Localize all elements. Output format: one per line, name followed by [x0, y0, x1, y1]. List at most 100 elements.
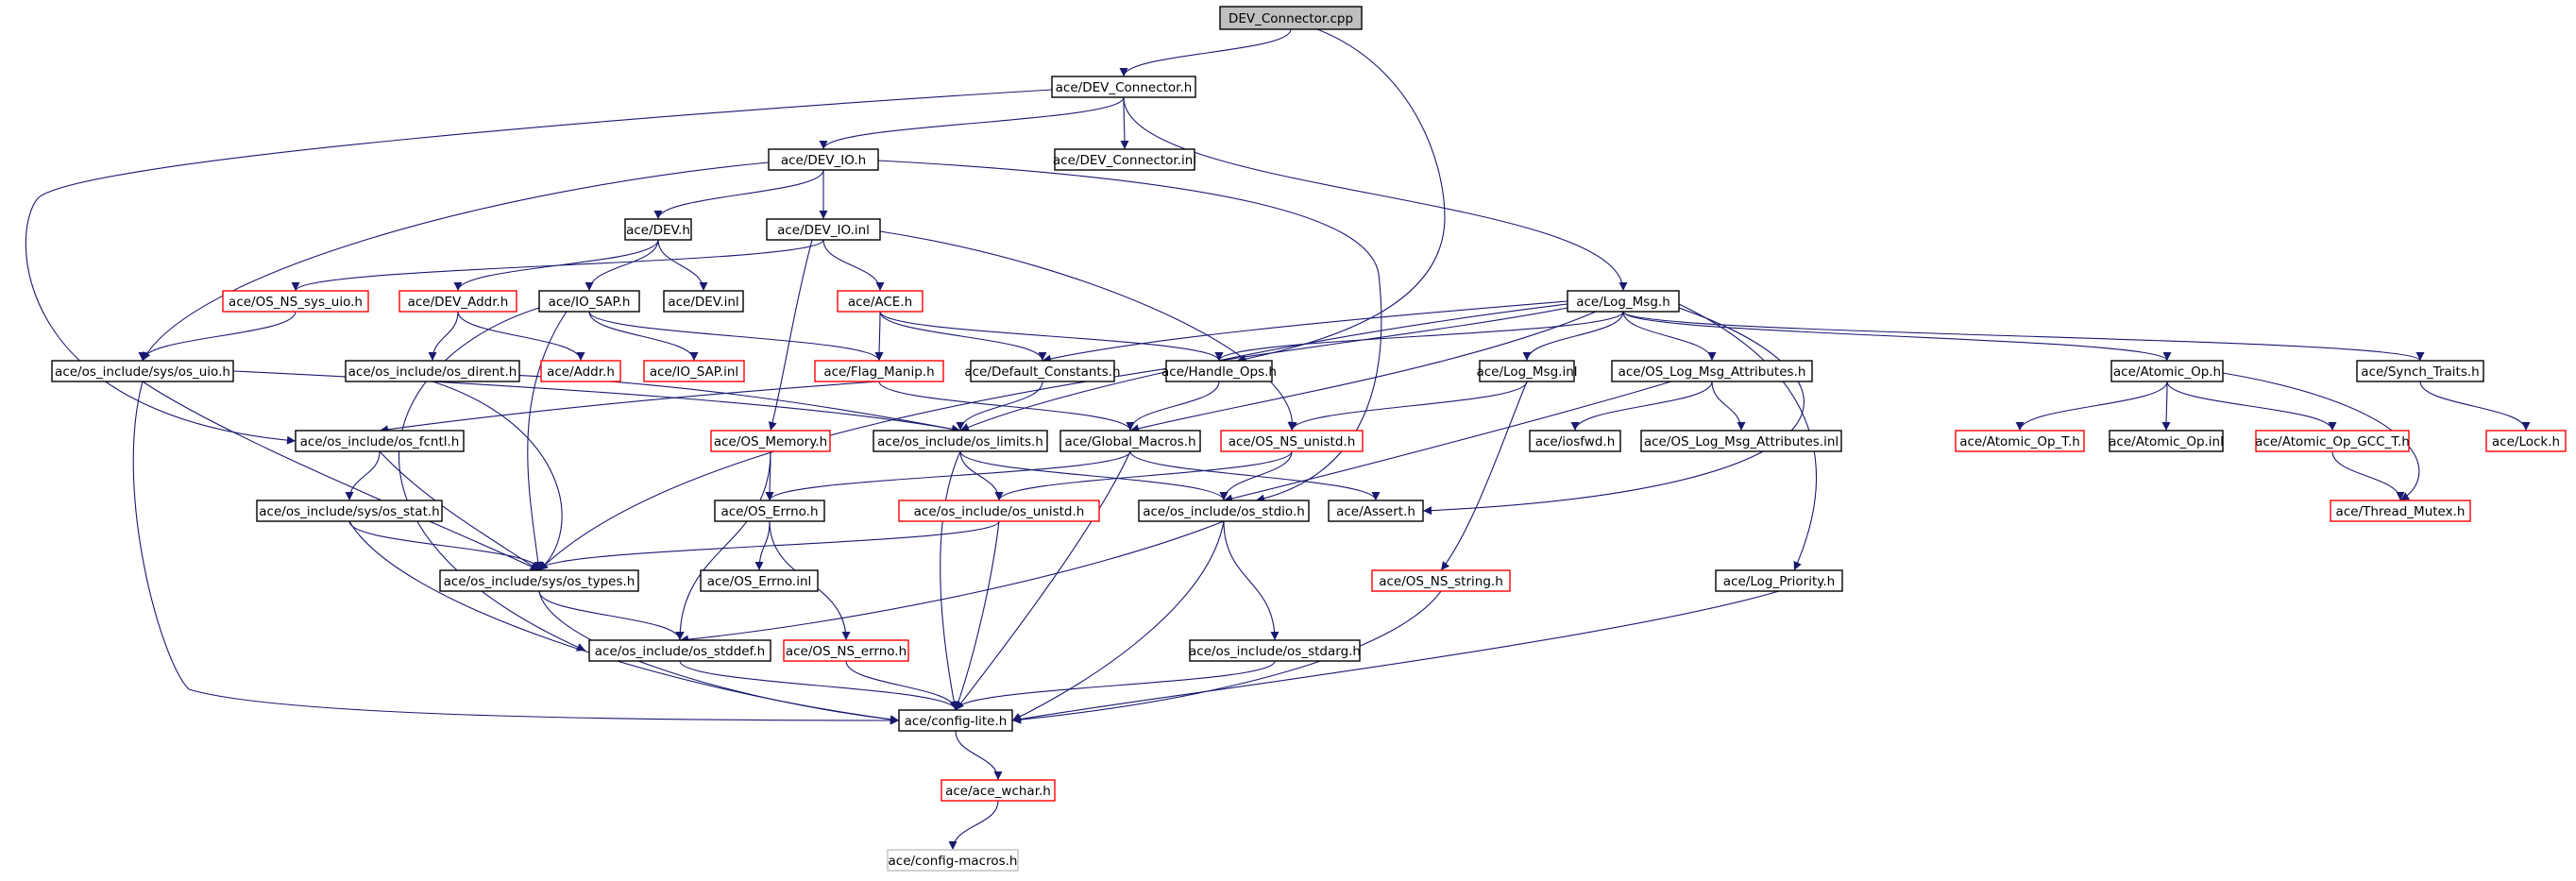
edge-arrowhead	[754, 562, 764, 570]
edge-arrowhead	[453, 282, 463, 291]
edge-line	[1129, 311, 1597, 432]
include-node[interactable]: ace/os_include/os_stdio.h	[1138, 500, 1310, 522]
include-node[interactable]: ace/Log_Msg.h	[1567, 290, 1680, 313]
include-node[interactable]: ace/Log_Msg.inl	[1476, 360, 1578, 382]
include-node[interactable]: ace/Atomic_Op_GCC_T.h	[2255, 430, 2410, 452]
edge-line	[955, 520, 1000, 711]
node-label: ace/os_include/sys/os_types.h	[444, 574, 636, 589]
include-node[interactable]: ace/Thread_Mutex.h	[2330, 500, 2471, 522]
edge-n21-n32	[2166, 381, 2337, 432]
node-box	[1220, 430, 1364, 452]
include-node[interactable]: ace/Assert.h	[1328, 500, 1424, 522]
include-node[interactable]: ace/os_include/os_stdarg.h	[1189, 639, 1361, 662]
node-box	[2110, 360, 2224, 382]
include-node[interactable]: ace/os_include/os_limits.h	[873, 430, 1048, 452]
node-box	[898, 500, 1100, 522]
include-node[interactable]: ace/OS_Errno.h	[714, 500, 825, 522]
include-node[interactable]: ace/iosfwd.h	[1529, 430, 1621, 452]
include-node[interactable]: ace/Global_Macros.h	[1059, 430, 1201, 452]
edge-n8-n44	[398, 307, 586, 652]
include-node[interactable]: ace/OS_NS_errno.h	[783, 639, 909, 662]
include-node[interactable]: ace/os_include/sys/os_types.h	[439, 569, 639, 592]
include-node[interactable]: ace/DEV_IO.h	[768, 148, 879, 171]
edge-n19-n42	[1440, 381, 1528, 571]
node-label: ace/DEV.inl	[668, 295, 738, 310]
edge-arrowhead	[960, 423, 971, 432]
node-box	[766, 218, 881, 241]
include-node[interactable]: ace/os_include/sys/os_uio.h	[51, 360, 234, 382]
edge-n11-n22	[1622, 311, 2425, 362]
include-node[interactable]: ace/OS_Log_Msg_Attributes.inl	[1640, 430, 1842, 452]
edge-arrowhead	[2162, 352, 2172, 361]
include-node[interactable]: ace/Default_Constants.h	[964, 360, 1121, 382]
include-node[interactable]: ace/OS_Memory.h	[710, 430, 831, 452]
edge-arrowhead	[875, 282, 885, 291]
edge-line	[1129, 450, 1377, 501]
edge-arrowhead	[841, 632, 851, 640]
node-box	[873, 430, 1048, 452]
node-box	[898, 709, 1013, 732]
include-node[interactable]: ace/os_include/os_dirent.h	[345, 360, 520, 382]
include-node[interactable]: ace/Synch_Traits.h	[2356, 360, 2484, 382]
node-box	[1165, 360, 1273, 382]
edge-n25-n47	[940, 450, 961, 711]
edge-line	[769, 450, 1131, 501]
include-node[interactable]: ace/OS_NS_unistd.h	[1220, 430, 1364, 452]
edge-line	[2331, 450, 2401, 501]
edge-n47-n48	[955, 730, 1003, 781]
include-node[interactable]: ace/Atomic_Op_T.h	[1955, 430, 2085, 452]
include-node[interactable]: ace/DEV_Connector.h	[1051, 76, 1196, 98]
include-node[interactable]: ace/config-macros.h	[887, 849, 1019, 872]
node-box	[1189, 639, 1361, 662]
include-node[interactable]: ace/os_include/os_unistd.h	[898, 500, 1100, 522]
edge-line	[959, 450, 1225, 501]
node-box	[1219, 6, 1363, 30]
include-node[interactable]: ace/DEV.inl	[663, 290, 744, 313]
include-node[interactable]: ace/OS_NS_string.h	[1371, 569, 1511, 592]
include-node[interactable]: ace/DEV.h	[624, 218, 692, 241]
edge-n48-n49	[948, 800, 999, 851]
edge-line	[1042, 300, 1568, 362]
edge-arrowhead	[2400, 492, 2411, 500]
include-node[interactable]: ace/OS_Errno.inl	[700, 569, 819, 592]
node-box	[398, 290, 517, 313]
edge-line	[379, 381, 880, 432]
include-node[interactable]: ace/config-lite.h	[898, 709, 1013, 732]
edge-line	[1223, 520, 1276, 641]
node-box	[2485, 430, 2567, 452]
include-node[interactable]: ace/Atomic_Op.inl	[2109, 430, 2224, 452]
edge-n1-n2	[819, 96, 1125, 150]
include-node[interactable]: ace/Addr.h	[540, 360, 621, 382]
include-node[interactable]: ace/ACE.h	[837, 290, 924, 313]
edge-arrowhead	[956, 422, 965, 431]
include-node[interactable]: ace/OS_Log_Msg_Attributes.h	[1611, 360, 1813, 382]
include-node[interactable]: ace/Handle_Ops.h	[1161, 360, 1277, 382]
include-node[interactable]: ace/DEV_Addr.h	[398, 290, 517, 313]
include-node[interactable]: ace/OS_NS_sys_uio.h	[222, 290, 369, 313]
node-box	[1955, 430, 2085, 452]
edge-arrowhead	[1287, 422, 1296, 431]
node-box	[1371, 569, 1511, 592]
include-node[interactable]: ace/Log_Priority.h	[1715, 569, 1843, 592]
edge-n4-n9	[657, 239, 708, 292]
include-node[interactable]: ace/Lock.h	[2485, 430, 2567, 452]
include-node[interactable]: ace/DEV_IO.inl	[766, 218, 881, 241]
include-node[interactable]: ace/IO_SAP.h	[538, 290, 640, 313]
edge-line	[2019, 381, 2168, 432]
edge-arrowhead	[1119, 68, 1128, 76]
node-box	[837, 290, 924, 313]
node-box	[970, 360, 1115, 382]
edge-n19-n27	[1287, 381, 1528, 432]
edge-arrowhead	[768, 421, 777, 431]
include-node[interactable]: ace/DEV_Connector.inl	[1053, 148, 1196, 171]
include-node[interactable]: ace/Flag_Manip.h	[814, 360, 944, 382]
include-node[interactable]: ace/ace_wchar.h	[941, 779, 1056, 802]
include-node[interactable]: ace/Atomic_Op.h	[2110, 360, 2224, 382]
edge-line	[588, 239, 659, 292]
edge-arrowhead	[765, 492, 774, 500]
include-node[interactable]: ace/os_include/sys/os_stat.h	[256, 500, 443, 522]
include-node[interactable]: ace/os_include/os_stddef.h	[588, 639, 771, 662]
include-node[interactable]: ace/os_include/os_fcntl.h	[295, 430, 465, 452]
node-label: ace/OS_NS_unistd.h	[1229, 434, 1356, 449]
include-node[interactable]: ace/IO_SAP.inl	[643, 360, 745, 382]
